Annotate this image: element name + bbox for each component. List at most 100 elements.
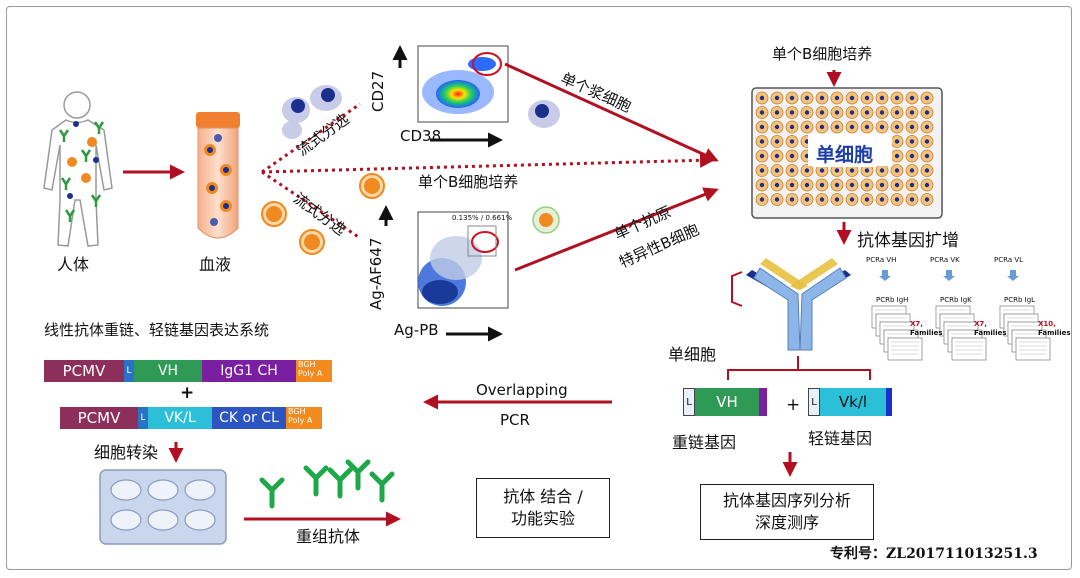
- plate-title: 单个B细胞培养: [772, 45, 873, 63]
- gel-sheet: [1015, 337, 1051, 361]
- b-cell-culture-mid-label: 单个B细胞培养: [418, 173, 519, 191]
- plate-well-cell: [759, 197, 765, 202]
- plate-well-cell: [924, 153, 930, 159]
- plate-well-cell: [774, 197, 780, 202]
- plate-well-cell: [774, 168, 780, 173]
- plate-well-cell: [924, 182, 930, 188]
- pcr-label-count: X7,: [910, 320, 923, 328]
- plate-well-cell: [864, 110, 870, 115]
- heavy-c-segment: [759, 388, 767, 416]
- plate-well-cell: [864, 95, 870, 101]
- plate-well-cell: [759, 124, 765, 130]
- arrow-plasma-plate: [504, 62, 719, 162]
- plate-well-cell: [789, 197, 795, 202]
- plate-well-cell: [894, 110, 900, 115]
- single-cell-bracket: [727, 369, 871, 380]
- patent-number: 专利号：ZL201711013251.3: [830, 546, 1038, 562]
- plate-well-cell: [804, 168, 810, 173]
- plate-well-cell: [804, 110, 810, 115]
- pcr-label-top: PCRa VH: [866, 256, 897, 264]
- pcr-label-families: Families: [1038, 329, 1071, 337]
- plate-well-cell: [864, 168, 870, 173]
- plate-well-cell: [789, 168, 795, 173]
- plate-well-cell: [789, 182, 795, 188]
- flow-plot-top: [392, 45, 509, 148]
- plate-well-cell: [759, 110, 765, 115]
- pcr-gels: [871, 270, 1051, 361]
- plate-well-cell: [804, 197, 810, 202]
- plate-well-cell: [909, 139, 915, 144]
- plate-well-cell: [909, 182, 915, 188]
- plate-well-cell: [789, 124, 795, 130]
- plate-well-cell: [819, 124, 825, 130]
- row2-cl: CK or CL: [212, 407, 286, 429]
- plate-well-cell: [894, 153, 900, 159]
- plate-well-cell: [924, 168, 930, 173]
- plate-well-cell: [894, 182, 900, 188]
- plate-well-cell: [894, 139, 900, 144]
- plate-well-cell: [804, 124, 810, 130]
- sequencing-box: 抗体基因序列分析 深度测序: [700, 484, 874, 540]
- sequencing-line1: 抗体基因序列分析: [722, 491, 851, 511]
- plate-well-cell: [774, 95, 780, 101]
- plate-well-cell: [819, 168, 825, 173]
- flow-bottom-y-axis: Ag-AF647: [367, 237, 385, 310]
- plate-well-cell: [834, 182, 840, 188]
- plate-well-cell: [819, 95, 825, 101]
- pcr-label-top: PCRa VL: [994, 256, 1024, 264]
- gel-sheet: [887, 337, 923, 361]
- plate-well-cell: [894, 168, 900, 173]
- plate-well-cell: [849, 95, 855, 101]
- plate-well-cell: [834, 124, 840, 130]
- pcr-label-families: Families: [910, 329, 943, 337]
- plate-well-cell: [849, 110, 855, 115]
- flow-bottom-x-axis: Ag-PB: [394, 321, 439, 339]
- plate-well-cell: [909, 153, 915, 159]
- light-gene-label: 轻链基因: [808, 429, 873, 448]
- binding-line1: 抗体 结合 /: [503, 487, 583, 507]
- pcr-label-bottom: PCRb IgH: [876, 296, 909, 304]
- plate-well-cell: [909, 168, 915, 173]
- plate-well-cell: [849, 182, 855, 188]
- plate-well-cell: [849, 124, 855, 130]
- plate-well-cell: [849, 197, 855, 202]
- antibody-structure: [731, 258, 851, 351]
- overlap-line2: PCR: [500, 411, 530, 429]
- pcr-label-count: X10,: [1038, 320, 1056, 328]
- overlap-line1: Overlapping: [476, 381, 568, 399]
- pcr-step-arrow: [1007, 270, 1019, 281]
- plate-well-cell: [909, 95, 915, 101]
- plate-well-cell: [789, 139, 795, 144]
- plate-well-cell: [774, 139, 780, 144]
- plate-well-cell: [759, 168, 765, 173]
- plate-well-cell: [774, 124, 780, 130]
- plate-well-cell: [879, 110, 885, 115]
- gel-sheet: [951, 337, 987, 361]
- light-l-segment: L: [808, 388, 820, 416]
- light-c-segment: [886, 388, 892, 416]
- binding-line2: 功能实验: [510, 509, 575, 528]
- plate-well-cell: [924, 124, 930, 130]
- binding-box: 抗体 结合 / 功能实验: [476, 478, 610, 538]
- pcr-step-arrow: [943, 270, 955, 281]
- heavy-l-segment: L: [683, 388, 695, 416]
- arrow-antigen-plate: [514, 187, 719, 272]
- human-figure: [43, 91, 113, 247]
- human-label: 人体: [57, 255, 90, 274]
- blood-tube: [196, 112, 240, 239]
- plasma-cells: [282, 85, 560, 139]
- outer-frame: [6, 6, 1072, 570]
- plate-well-cell: [834, 110, 840, 115]
- plate-well-cell: [879, 182, 885, 188]
- plate-well-cell: [759, 95, 765, 101]
- plate-well-cell: [909, 110, 915, 115]
- plate-well-cell: [774, 110, 780, 115]
- plate-well-cell: [924, 95, 930, 101]
- plate-well-cell: [909, 124, 915, 130]
- plate-well-cell: [759, 139, 765, 144]
- flow-gate-label: 0.135% / 0.661%: [452, 214, 513, 222]
- plate-well-cell: [924, 110, 930, 115]
- plate-well-cell: [879, 124, 885, 130]
- row1-l: L: [124, 360, 134, 382]
- row2-vkl: VK/L: [148, 407, 212, 429]
